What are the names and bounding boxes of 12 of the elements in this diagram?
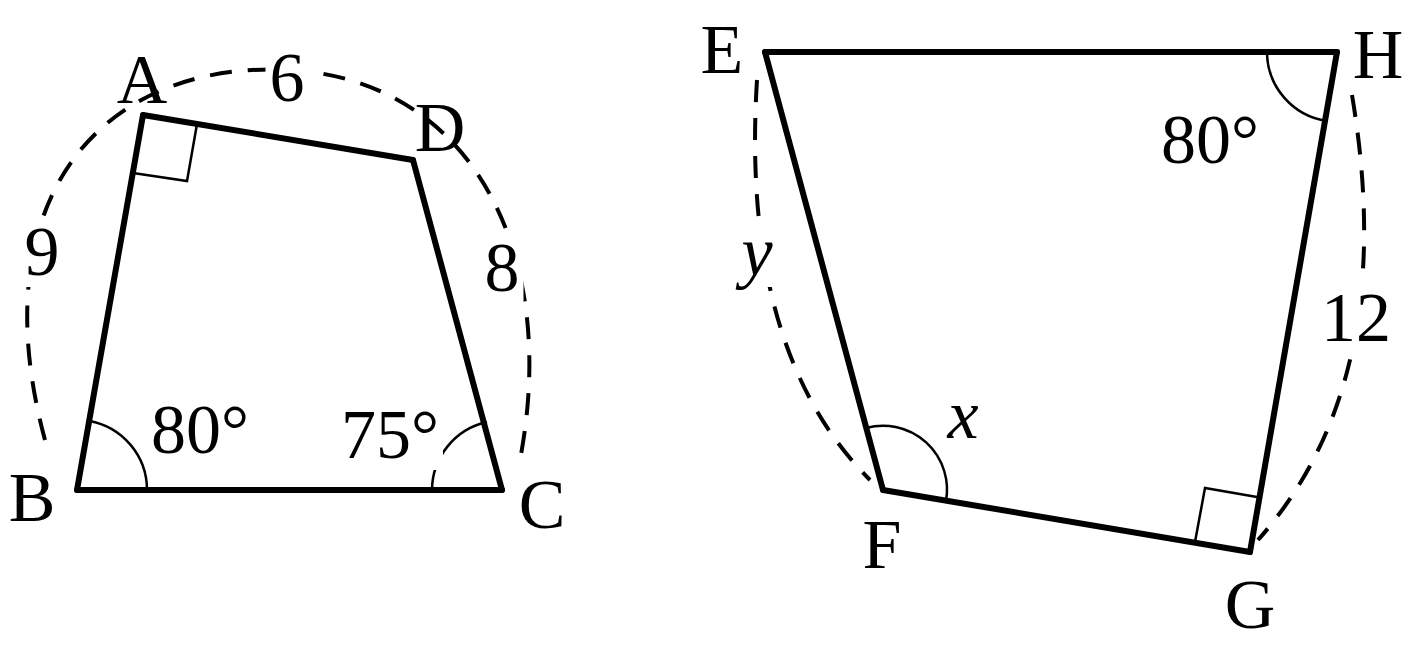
vertex-label: C [518, 470, 566, 540]
vertex-label: D [414, 93, 466, 163]
vertex-label: H [1352, 20, 1404, 90]
polygon-side [74, 487, 505, 493]
vertex-label: B [8, 463, 56, 533]
polygon-side [1247, 49, 1340, 555]
polygon-side [762, 49, 886, 493]
polygon-side [410, 157, 505, 493]
vertex-label: G [1224, 570, 1276, 640]
vertex-label: E [700, 15, 744, 85]
vertex-label: A [116, 45, 168, 115]
vertex-label: F [862, 510, 902, 580]
